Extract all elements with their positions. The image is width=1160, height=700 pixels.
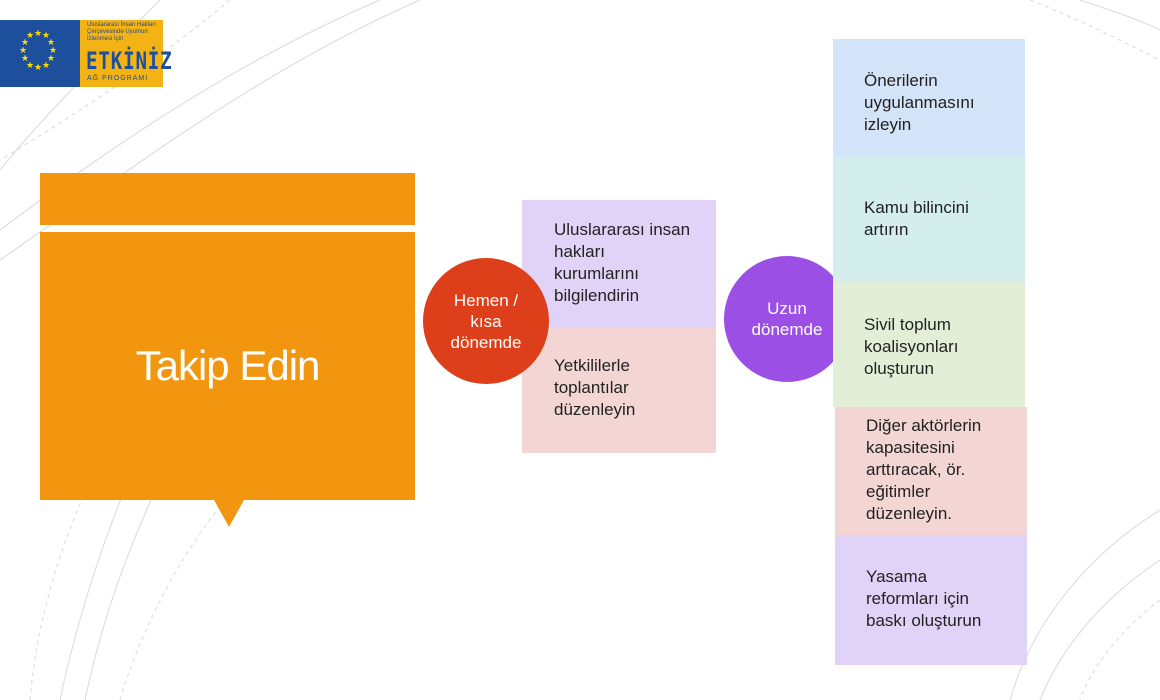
svg-text:★: ★ — [47, 54, 55, 64]
svg-text:★: ★ — [42, 61, 50, 71]
etkiniz-logo: Uluslararası İnsan Hakları Çerçevesinde … — [80, 20, 172, 87]
logo-word: ETKİNİZ — [86, 47, 173, 75]
long-term-item-2: Kamu bilincini artırın — [833, 157, 1025, 282]
item-text-line: izleyin — [864, 115, 912, 134]
svg-text:★: ★ — [34, 29, 42, 39]
svg-text:★: ★ — [19, 46, 27, 56]
item-text-line: Yetkililerle — [554, 356, 630, 375]
item-text-line: koalisyonları — [864, 337, 959, 356]
long-term-item-1: Önerilerin uygulanmasını izleyin — [833, 39, 1025, 157]
logo: ★ ★ ★ ★ ★ ★ ★ ★ ★ ★ ★ ★ Uluslararası İns… — [0, 20, 172, 87]
item-text-line: bilgilendirin — [554, 286, 640, 305]
item-text-line: Uluslararası insan — [554, 220, 691, 239]
svg-text:★: ★ — [21, 54, 29, 64]
item-text-line: artırın — [864, 220, 909, 239]
item-text-line: düzenleyin. — [866, 504, 953, 523]
slide-title: Takip Edin — [135, 342, 321, 389]
circle-text-line: Hemen / — [453, 290, 519, 310]
item-text-line: hakları — [554, 242, 606, 261]
eu-flag-icon: ★ ★ ★ ★ ★ ★ ★ ★ ★ ★ ★ ★ — [0, 20, 80, 87]
svg-text:★: ★ — [26, 31, 34, 41]
circle-text-line: dönemde — [450, 332, 522, 352]
item-text-line: kurumlarını — [554, 264, 640, 283]
item-text-line: eğitimler — [866, 482, 931, 501]
item-text-line: arttıracak, ör. — [866, 460, 966, 479]
svg-text:★: ★ — [34, 63, 42, 73]
title-box: Takip Edin — [40, 232, 415, 500]
item-text-line: Kamu bilincini — [864, 198, 969, 217]
long-term-item-4: Diğer aktörlerin kapasitesini arttıracak… — [835, 407, 1027, 535]
short-term-item-1: Uluslararası insan hakları kurumlarını b… — [522, 200, 716, 328]
long-term-item-3: Sivil toplum koalisyonları oluşturun — [833, 282, 1025, 407]
svg-text:★: ★ — [21, 38, 29, 48]
item-text-line: baskı oluşturun — [866, 611, 982, 630]
item-text-line: Sivil toplum — [864, 315, 951, 334]
svg-text:★: ★ — [47, 38, 55, 48]
item-text-line: Diğer aktörlerin — [866, 416, 982, 435]
item-text-line: Yasama — [866, 567, 928, 586]
long-term-circle: Uzun dönemde — [724, 256, 850, 382]
svg-text:★: ★ — [49, 46, 57, 56]
circle-text-line: dönemde — [751, 320, 823, 339]
short-term-item-2: Yetkililerle toplantılar düzenleyin — [522, 328, 716, 453]
short-term-circle: Hemen / kısa dönemde — [423, 258, 549, 384]
item-text-line: toplantılar — [554, 378, 629, 397]
item-text-line: reformları için — [866, 589, 969, 608]
item-text-line: düzenleyin — [554, 400, 636, 419]
logo-program: AĞ PROGRAMI — [87, 75, 149, 82]
title-pointer — [214, 500, 244, 527]
long-term-item-5: Yasama reformları için baskı oluşturun — [835, 535, 1027, 665]
circle-text-line: Uzun — [767, 299, 807, 318]
title-header-bar — [40, 173, 415, 225]
item-text-line: oluşturun — [864, 359, 934, 378]
item-text-line: Önerilerin — [864, 71, 938, 90]
item-text-line: kapasitesini — [866, 438, 955, 457]
item-text-line: uygulanmasını — [864, 93, 975, 112]
eu-stars-icon: ★ ★ ★ ★ ★ ★ ★ ★ ★ ★ ★ ★ — [19, 29, 57, 73]
svg-text:★: ★ — [26, 61, 34, 71]
logo-small-text: Uluslararası İnsan Hakları Çerçevesinde … — [87, 22, 157, 42]
circle-text-line: kısa — [470, 311, 502, 331]
svg-text:★: ★ — [42, 31, 50, 41]
